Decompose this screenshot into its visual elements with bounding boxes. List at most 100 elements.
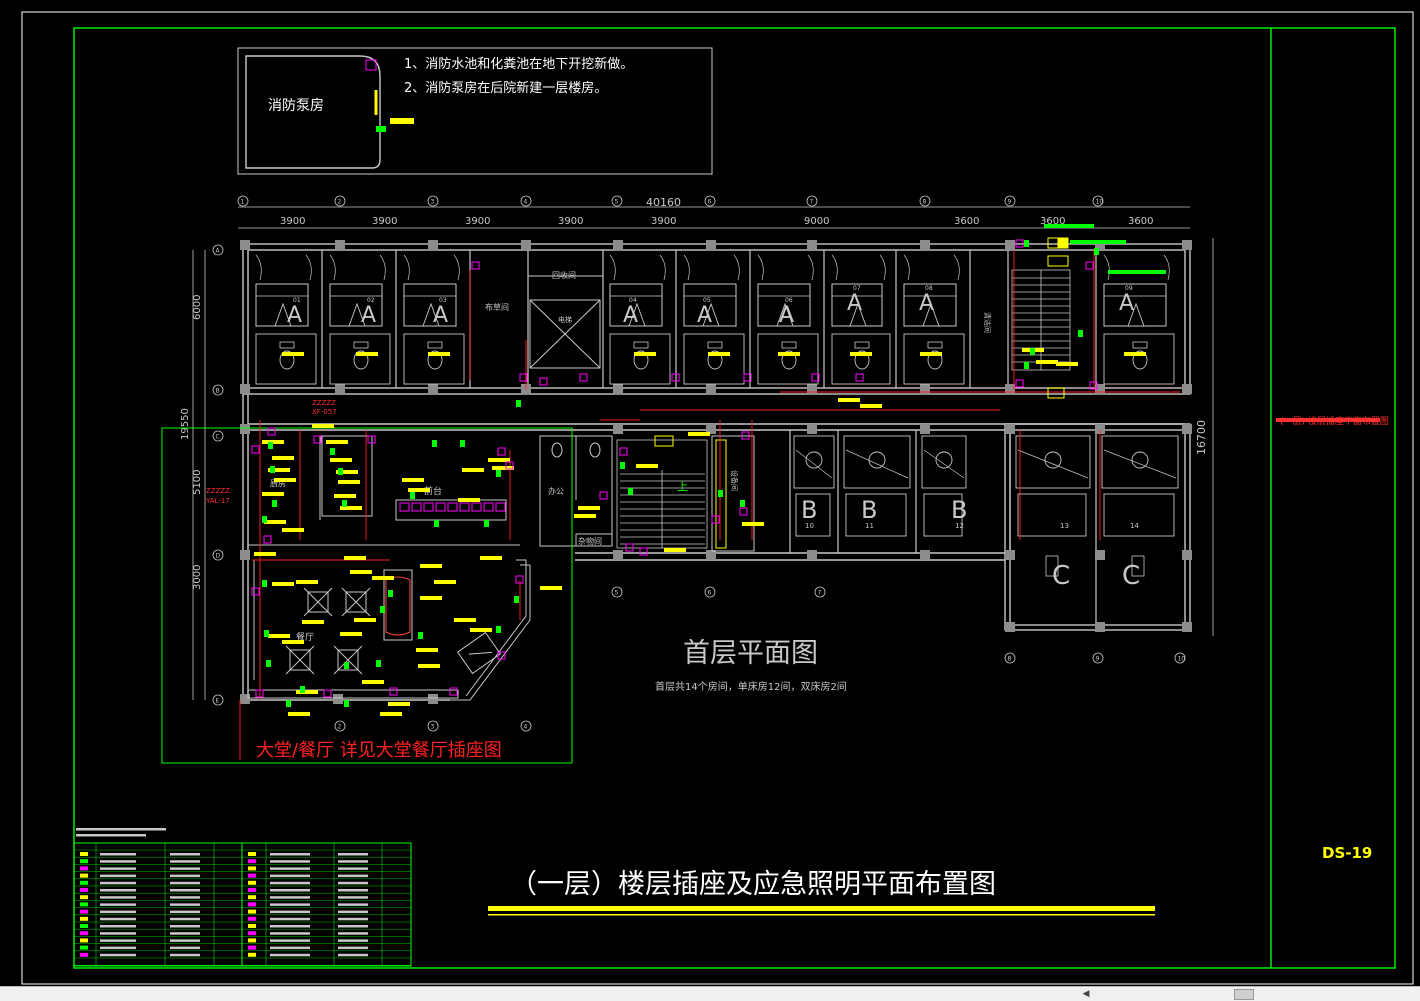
- room-type-letter: B: [861, 496, 877, 524]
- outlet-symbol: [354, 618, 376, 622]
- outlet-symbol: [428, 352, 450, 356]
- panel-tag-2b: YAL-17: [205, 497, 230, 505]
- outlet-symbol: [462, 468, 484, 472]
- bed: [903, 283, 957, 327]
- device-symbol: [342, 500, 347, 507]
- outlet-symbol: [296, 690, 318, 694]
- scroll-left-arrow-icon[interactable]: ◀: [1082, 989, 1090, 999]
- outlet-symbol: [344, 556, 366, 560]
- axis-bubble-label: 2: [338, 199, 342, 206]
- device-symbol: [286, 700, 291, 707]
- bathroom: [403, 333, 465, 385]
- room-type-letter: C: [1122, 561, 1140, 591]
- axis-bubble-label: 3: [431, 199, 435, 206]
- wiring-runs: [252, 250, 1180, 700]
- emergency-light-symbol: [497, 651, 506, 660]
- axis-bubble-label: B: [216, 388, 220, 395]
- emergency-light-symbol: [255, 689, 264, 698]
- drawing-title: （一层）楼层插座及应急照明平面布置图: [510, 869, 996, 900]
- axis-bubble-label: 8: [1008, 656, 1012, 663]
- label-recycle: 回收间: [552, 270, 576, 280]
- bathroom: [757, 333, 819, 385]
- device-symbol: [264, 630, 269, 637]
- outlet-symbol: [838, 398, 860, 402]
- title-underline-thin: [488, 914, 1155, 916]
- bed: [795, 493, 831, 537]
- room-type-letter: A: [361, 303, 376, 328]
- device-symbol: [344, 662, 349, 669]
- device-symbol: [300, 686, 305, 693]
- dim-top-label: 3600: [1128, 216, 1153, 227]
- outlet-symbol: [574, 514, 596, 518]
- bed: [845, 493, 907, 537]
- outlet-symbol: [1036, 360, 1058, 364]
- device-symbol: [432, 440, 437, 447]
- emergency-light-symbol: [389, 687, 398, 696]
- bed: [1103, 283, 1167, 327]
- outlet-symbol: [296, 580, 318, 584]
- bathroom: [843, 435, 911, 489]
- axis-bubble-label: 9: [1008, 199, 1012, 206]
- room-type-letter: A: [919, 291, 934, 316]
- outlet-symbol: [356, 352, 378, 356]
- label-office: 办公: [548, 486, 564, 496]
- outlet-symbol: [388, 702, 410, 706]
- outlet-symbol: [420, 564, 442, 568]
- emergency-light-symbol: [251, 587, 260, 596]
- outlet-symbol: [272, 456, 294, 460]
- axis-bubble: [1092, 195, 1104, 207]
- room-type-letter: A: [623, 303, 638, 328]
- room-type-letter: A: [697, 303, 712, 328]
- room-type-letter: A: [287, 303, 302, 328]
- scroll-thumb[interactable]: [1234, 989, 1254, 1000]
- emergency-light-symbol: [263, 535, 272, 544]
- outlet-symbol: [636, 464, 658, 468]
- outlet-symbol: [282, 528, 304, 532]
- room-number: 06: [785, 297, 793, 304]
- lobby-note: 大堂/餐厅 详见大堂餐厅插座图: [256, 740, 502, 761]
- outlet-symbol: [272, 582, 294, 586]
- axis-bubble: [334, 195, 346, 207]
- room-type-letter: C: [1052, 561, 1070, 591]
- outlet-symbol: [288, 712, 310, 716]
- horizontal-scrollbar[interactable]: ◀: [0, 986, 1420, 1001]
- stair-upper-right: [1011, 269, 1071, 371]
- axis-bubble: [212, 430, 224, 442]
- room-number: 02: [367, 297, 375, 304]
- dim-top-label: 3900: [651, 216, 676, 227]
- panel-tag-1b: XF-057: [312, 408, 337, 416]
- device-symbol: [496, 470, 501, 477]
- device-symbol: [1024, 362, 1029, 369]
- label-elevator: 电梯: [558, 315, 572, 324]
- outlet-symbol: [274, 478, 296, 482]
- bathroom: [831, 333, 891, 385]
- device-symbol: [1030, 348, 1035, 355]
- axis-bubble-label: 4: [524, 199, 528, 206]
- outlet-symbol: [578, 506, 600, 510]
- bathroom: [921, 435, 967, 489]
- outlet-symbol: [688, 432, 710, 436]
- axis-bubble: [814, 586, 826, 598]
- outlet-symbol: [362, 680, 384, 684]
- bathroom: [1101, 435, 1179, 489]
- emergency-light-symbol: [671, 373, 680, 382]
- emergency-light-symbol: [1015, 239, 1024, 248]
- bathroom: [609, 333, 671, 385]
- outlet-symbol: [634, 352, 656, 356]
- outlet-symbol: [302, 620, 324, 624]
- axis-bubble: [1004, 195, 1016, 207]
- bed: [923, 493, 963, 537]
- emergency-light-symbol: [579, 373, 588, 382]
- emergency-light-symbol: [625, 543, 634, 552]
- outlet-symbol: [336, 470, 358, 474]
- axis-bubble: [334, 720, 346, 732]
- axis-bubble: [611, 195, 623, 207]
- outlet-symbol: [1056, 362, 1078, 366]
- emergency-light-symbol: [1089, 381, 1098, 390]
- emergency-light-symbols: [251, 239, 1098, 698]
- axis-bubble-label: 7: [818, 590, 822, 597]
- device-symbol: [514, 596, 519, 603]
- axis-bubble-label: 8: [923, 199, 927, 206]
